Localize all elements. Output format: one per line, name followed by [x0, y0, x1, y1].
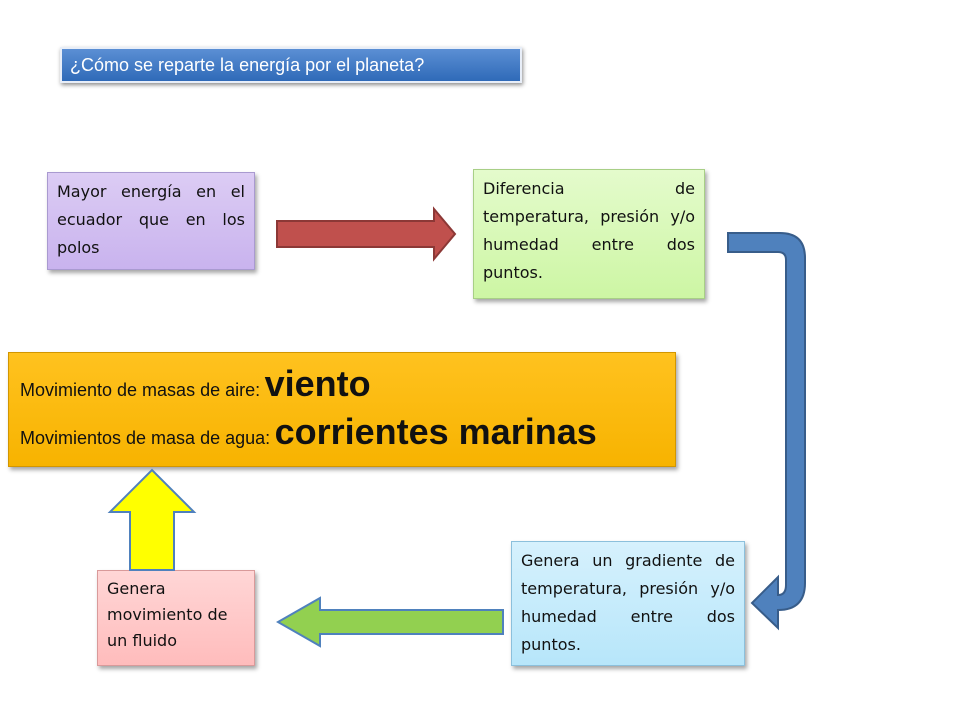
arrow-up-yellow-icon — [107, 468, 197, 571]
box-diferencia-temperatura: Diferencia de temperatura, presión y/o h… — [473, 169, 705, 299]
box-movimiento-fluido-text: Genera movimiento de un fluido — [107, 579, 228, 650]
box-mayor-energia-ecuador-text: Mayor energía en el ecuador que en los p… — [57, 182, 245, 257]
row-masas-agua: Movimientos de masa de agua: corrientes … — [20, 411, 597, 453]
box-mayor-energia-ecuador: Mayor energía en el ecuador que en los p… — [47, 172, 255, 270]
row-masas-aire: Movimiento de masas de aire: viento — [20, 363, 371, 405]
box-diferencia-temperatura-text: Diferencia de temperatura, presión y/o h… — [483, 179, 695, 282]
box-gradiente-temperatura-text: Genera un gradiente de temperatura, pres… — [521, 551, 735, 654]
arrow-left-green-icon — [275, 596, 504, 648]
box-gradiente-temperatura: Genera un gradiente de temperatura, pres… — [511, 541, 745, 666]
label-masas-aire: Movimiento de masas de aire: — [20, 380, 261, 400]
value-corrientes-marinas: corrientes marinas — [274, 411, 597, 452]
value-viento: viento — [264, 363, 371, 404]
page-title: ¿Cómo se reparte la energía por el plane… — [60, 47, 522, 83]
label-masas-agua: Movimientos de masa de agua: — [20, 428, 271, 448]
arrow-right-red-icon — [276, 206, 457, 262]
arrow-uturn-blue-icon — [727, 232, 806, 631]
box-movimiento-fluido: Genera movimiento de un fluido — [97, 570, 255, 666]
box-movimiento-masas: Movimiento de masas de aire: viento Movi… — [8, 352, 676, 467]
